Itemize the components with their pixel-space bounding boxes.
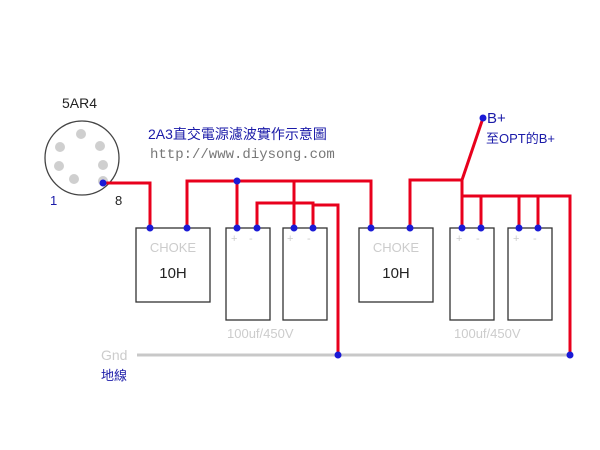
junction-dot: [406, 224, 414, 232]
site-url: http://www.diysong.com: [150, 147, 335, 163]
ground-note: 地線: [101, 368, 127, 383]
pin-hole: [55, 142, 65, 152]
cap1b-body: [282, 227, 328, 321]
tube-socket: [44, 120, 120, 196]
cap2a-minus: -: [476, 233, 480, 245]
bplus-note: 至OPT的B+: [486, 131, 555, 146]
cap2a-plus: +: [456, 233, 462, 245]
junction-dot: [146, 224, 154, 232]
tube-name: 5AR4: [62, 95, 97, 111]
junction-dot: [233, 177, 241, 185]
junction-dot: [566, 351, 574, 359]
choke1-body: [135, 227, 211, 303]
cap2b-minus: -: [533, 233, 537, 245]
caps1-rating: 100uf/450V: [227, 326, 294, 341]
wiring: [103, 117, 572, 355]
cap1b-plus: +: [287, 233, 293, 245]
cap1b-minus: -: [307, 233, 311, 245]
junction-dot: [367, 224, 375, 232]
ground-label: Gnd: [101, 347, 127, 363]
pin-hole: [95, 141, 105, 151]
choke2-body: [358, 227, 434, 303]
junction-dot: [233, 224, 241, 232]
junctions: [99, 114, 574, 359]
wire: [311, 203, 340, 355]
cap1a-plus: +: [231, 233, 237, 245]
pin-label-first: 1: [50, 193, 57, 208]
wire: [185, 179, 373, 228]
wire: [460, 180, 521, 228]
junction-dot: [534, 224, 542, 232]
pin-hole: [69, 174, 79, 184]
caps2-rating: 100uf/450V: [454, 326, 521, 341]
junction-dot: [309, 224, 317, 232]
choke2-value: 10H: [382, 265, 410, 282]
junction-dot: [290, 224, 298, 232]
junction-dot: [477, 224, 485, 232]
junction-dot: [183, 224, 191, 232]
junction-dot: [458, 224, 466, 232]
pin-hole: [76, 129, 86, 139]
wire: [460, 117, 485, 181]
junction-dot: [334, 351, 342, 359]
choke1-value: 10H: [159, 265, 187, 282]
cap2b-body: [507, 227, 553, 321]
wire: [479, 194, 540, 228]
cap2a-body: [449, 227, 495, 321]
bplus-label: B+: [487, 110, 506, 127]
choke1-label: CHOKE: [150, 240, 197, 255]
cap1a-body: [225, 227, 271, 321]
junction-dot: [479, 114, 487, 122]
junction-dot: [515, 224, 523, 232]
wire: [538, 194, 572, 355]
wire: [255, 201, 315, 228]
diagram-title: 2A3直交電源濾波實作示意圖: [148, 126, 327, 142]
pin-hole: [54, 161, 64, 171]
wire: [103, 181, 152, 228]
pin-hole: [98, 160, 108, 170]
cap1a-minus: -: [249, 233, 253, 245]
cap2b-plus: +: [513, 233, 519, 245]
pin-label-last: 8: [115, 193, 122, 208]
choke2-label: CHOKE: [373, 240, 420, 255]
wire: [408, 178, 464, 228]
junction-dot: [99, 179, 107, 187]
junction-dot: [253, 224, 261, 232]
